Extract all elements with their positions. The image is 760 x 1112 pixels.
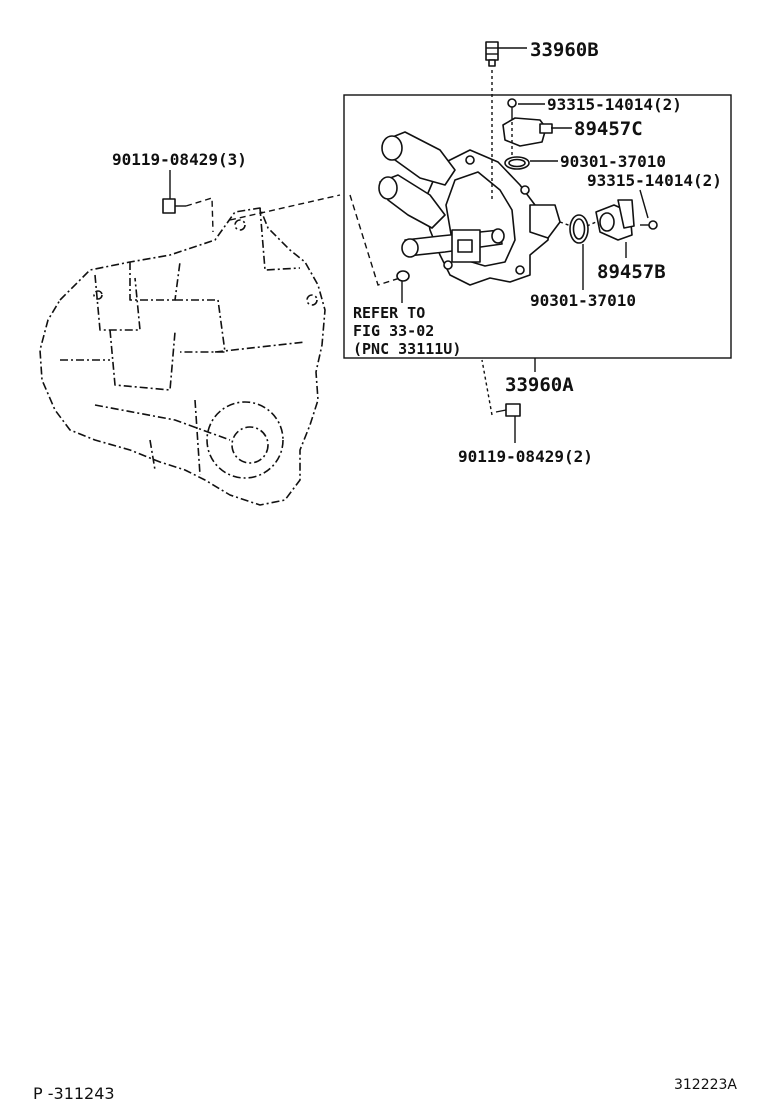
label-33960a: 33960A	[505, 374, 574, 396]
oring-bottom-inner	[572, 218, 586, 240]
bolt-93315-right-drawing	[640, 220, 658, 230]
assembly-frame-box	[343, 94, 732, 359]
label-89457c: 89457C	[574, 118, 643, 140]
transmission-case-drawing	[39, 207, 326, 506]
bolt-90119-bottom-drawing	[495, 403, 521, 417]
label-93315-right: 93315-14014(2)	[587, 171, 722, 190]
bolt-93315-top-drawing	[507, 98, 517, 116]
refer-line-3: (PNC 33111U)	[353, 340, 461, 358]
label-93315-top: 93315-14014(2)	[547, 95, 682, 114]
vent-plug-33960b-drawing	[485, 41, 499, 67]
label-90301-bottom: 90301-37010	[530, 291, 636, 310]
shift-assembly-drawing	[378, 131, 561, 286]
label-89457b: 89457B	[597, 261, 666, 283]
refer-line-1: REFER TO	[353, 304, 425, 322]
sensor-89457b-drawing	[595, 199, 635, 241]
bolt-90119-left-drawing	[162, 198, 186, 214]
sensor-89457c-drawing	[502, 117, 553, 147]
page-reference: P -311243	[33, 1084, 115, 1103]
label-33960b: 33960B	[530, 39, 599, 61]
label-90119-bottom: 90119-08429(2)	[458, 447, 593, 466]
figure-code: 312223A	[674, 1077, 737, 1093]
label-90119-left: 90119-08429(3)	[112, 150, 247, 169]
label-90301-top: 90301-37010	[560, 152, 666, 171]
leader-lines	[169, 47, 649, 443]
oring-top-inner	[508, 158, 526, 168]
refer-line-2: FIG 33-02	[353, 322, 434, 340]
